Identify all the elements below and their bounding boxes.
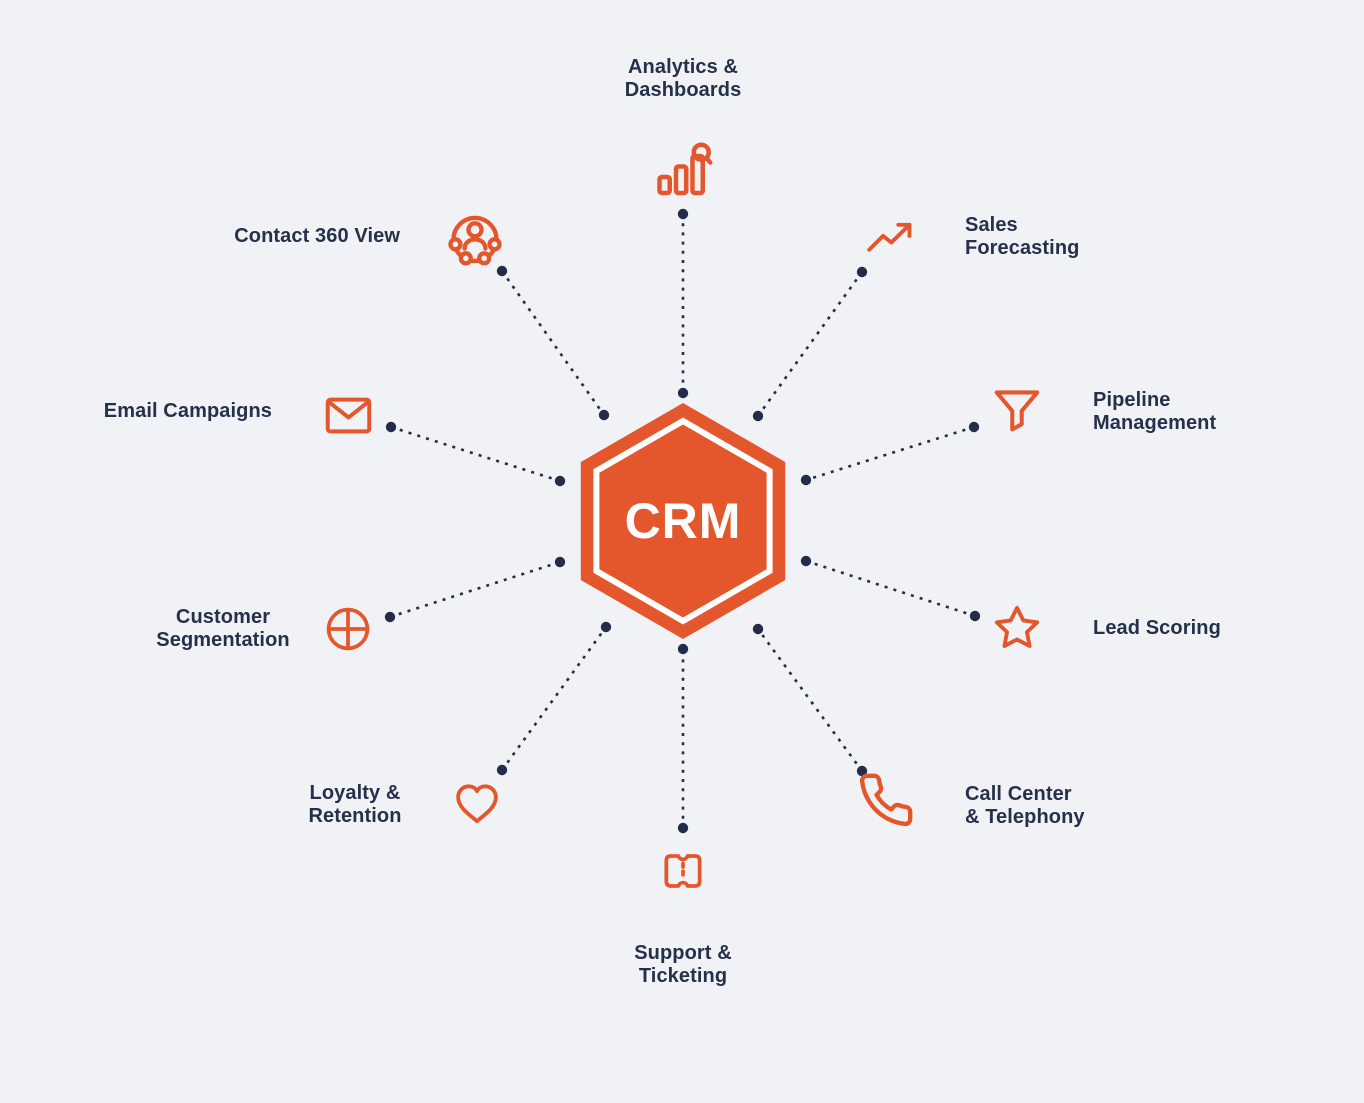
node-label-pipeline-management: Pipeline Management <box>1093 389 1217 434</box>
node-label-analytics-dashboards: Analytics & Dashboards <box>624 56 742 101</box>
phone-icon <box>857 771 915 829</box>
bar-chart-search-icon <box>653 140 713 200</box>
star-icon <box>991 602 1043 654</box>
ticket-icon <box>657 846 709 896</box>
funnel-icon <box>990 383 1044 437</box>
node-label-customer-segmentation: Customer Segmentation <box>156 606 290 651</box>
connector-contact-360 <box>496 265 610 421</box>
crm-hexagon: CRM <box>565 403 801 639</box>
segmented-circle-icon <box>323 604 373 654</box>
connector-analytics <box>677 208 689 399</box>
envelope-icon <box>322 389 375 442</box>
people-circle-icon <box>446 209 504 267</box>
node-label-email-campaigns: Email Campaigns <box>103 400 272 422</box>
node-label-loyalty-retention: Loyalty & Retention <box>308 782 402 827</box>
connector-support-ticketing <box>677 643 689 834</box>
connector-call-center <box>752 623 868 777</box>
trending-up-icon <box>864 212 916 264</box>
node-label-call-center-telephony: Call Center & Telephony <box>965 783 1085 828</box>
node-label-lead-scoring: Lead Scoring <box>1093 617 1221 639</box>
node-label-support-ticketing: Support & Ticketing <box>634 942 732 987</box>
node-label-sales-forecasting: Sales Forecasting <box>965 214 1080 259</box>
connector-loyalty-retention <box>496 621 612 776</box>
connector-sales-forecasting <box>752 266 868 422</box>
hexagon-shape <box>580 403 786 639</box>
connector-pipeline-management <box>800 421 980 486</box>
crm-center-label: CRM <box>625 493 742 549</box>
connector-lead-scoring <box>800 555 981 622</box>
node-label-contact-360-view: Contact 360 View <box>234 225 400 247</box>
hexagon-inner-ring <box>593 417 773 625</box>
connector-customer-segmentation <box>384 556 566 623</box>
heart-icon <box>451 777 503 829</box>
connector-email-campaigns <box>385 421 566 487</box>
